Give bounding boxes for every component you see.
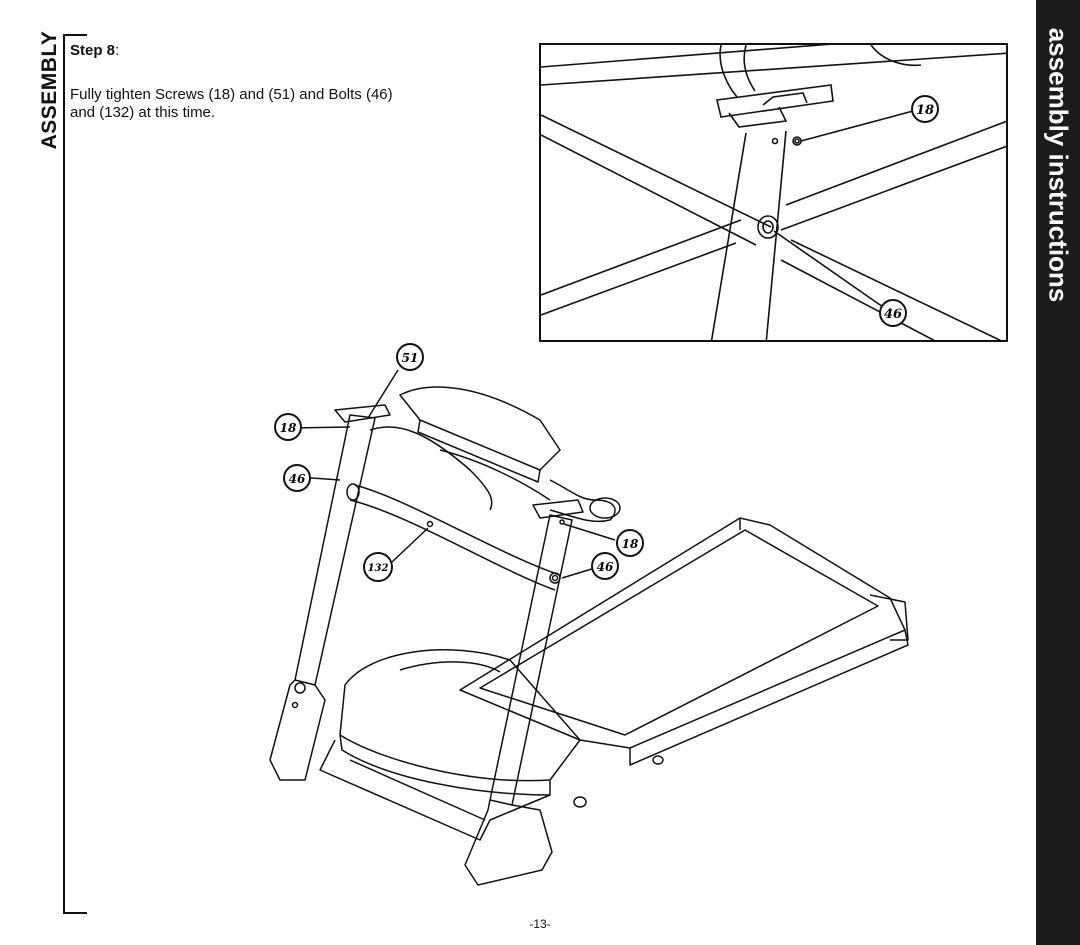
step-heading: Step 8: bbox=[70, 42, 119, 59]
section-label: ASSEMBLY bbox=[38, 30, 61, 150]
section-bracket bbox=[63, 34, 87, 914]
callout-51: 51 bbox=[402, 351, 419, 365]
detail-callout-18: 18 bbox=[916, 103, 934, 118]
detail-illustration: 18 46 bbox=[541, 45, 1006, 340]
callout-18-right: 18 bbox=[622, 537, 639, 551]
detail-callout-46: 46 bbox=[884, 307, 902, 322]
side-tab bbox=[1036, 0, 1080, 945]
side-tab-label: assembly instructions bbox=[1043, 27, 1074, 303]
callout-18-left: 18 bbox=[280, 421, 297, 435]
treadmill-drawing: 51 18 46 18 132 46 bbox=[269, 343, 909, 886]
step-title-colon: : bbox=[115, 42, 120, 59]
detail-view: 18 46 bbox=[539, 43, 1008, 342]
callout-46-right: 46 bbox=[597, 560, 614, 574]
step-title: Step 8 bbox=[70, 42, 116, 59]
callout-132: 132 bbox=[368, 563, 389, 574]
page-number: -13- bbox=[529, 917, 551, 931]
callout-46-left: 46 bbox=[289, 472, 306, 486]
step-instructions: Fully tighten Screws (18) and (51) and B… bbox=[70, 86, 393, 121]
treadmill-illustration: 51 18 46 18 132 46 bbox=[250, 340, 930, 905]
